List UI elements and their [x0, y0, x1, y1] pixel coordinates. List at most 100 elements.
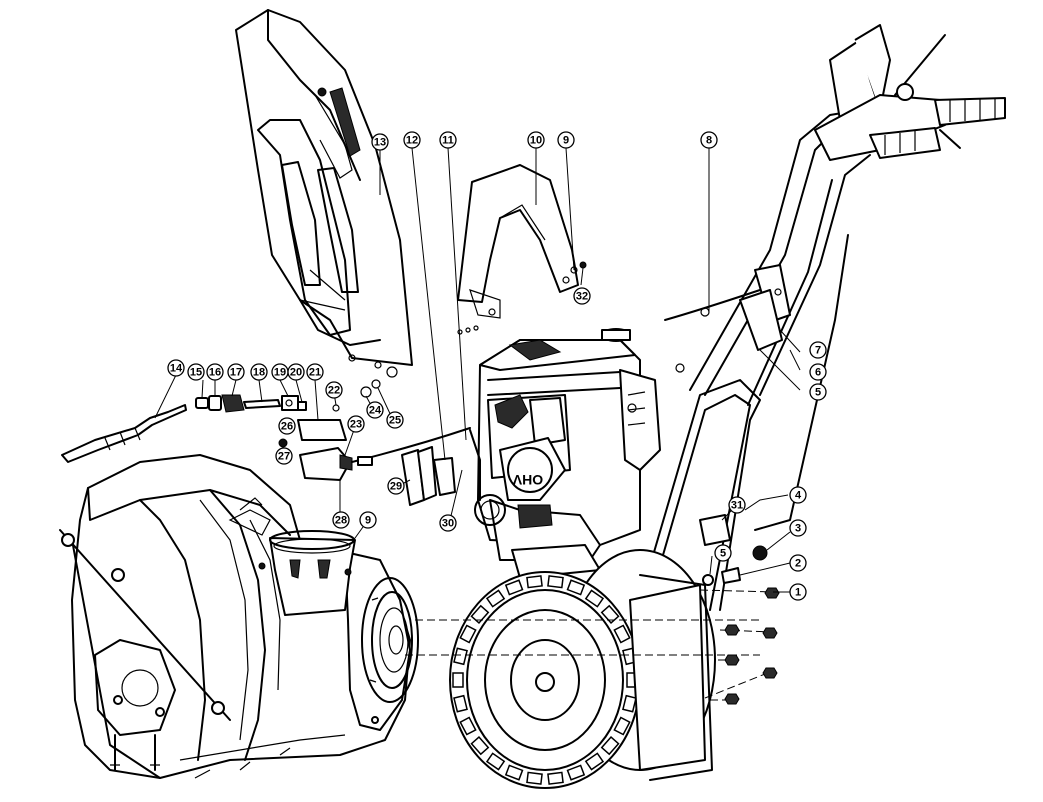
- callout-circle: [527, 131, 545, 149]
- tread-block: [566, 579, 586, 596]
- callout-circle: [714, 544, 732, 562]
- callout-number: 15: [190, 367, 202, 379]
- callout-number: 2: [795, 558, 801, 570]
- callout-number: 25: [389, 415, 401, 427]
- callout-5: 5: [714, 544, 732, 562]
- callout-circle: [371, 133, 389, 151]
- callout-circle: [403, 131, 421, 149]
- callout-14: 14: [167, 359, 185, 377]
- callout-9: 9: [359, 511, 377, 529]
- tread-block: [504, 764, 524, 781]
- tread-block: [459, 624, 477, 644]
- callout-number: 12: [406, 135, 418, 147]
- callout-12: 12: [403, 131, 421, 149]
- tread-block: [547, 575, 564, 589]
- callout-32: 32: [573, 287, 591, 305]
- callout-circle: [789, 583, 807, 601]
- tread-block: [504, 579, 524, 596]
- callout-circle: [557, 131, 575, 149]
- callout-number: 8: [706, 135, 712, 147]
- callout-circle: [325, 381, 343, 399]
- callout-number: 7: [815, 345, 821, 357]
- callout-number: 27: [278, 451, 290, 463]
- callout-21: 21: [306, 363, 324, 381]
- belt-cover: [457, 164, 587, 335]
- callout-number: 20: [290, 367, 302, 379]
- callout-10: 10: [527, 131, 545, 149]
- tread-block: [613, 716, 631, 736]
- callout-11: 11: [439, 131, 457, 149]
- callout-number: 31: [731, 500, 743, 512]
- callout-circle: [789, 519, 807, 537]
- chute-base: [258, 530, 356, 616]
- callout-circle: [287, 363, 305, 381]
- callout-2: 2: [789, 554, 807, 572]
- callout-number: 11: [442, 135, 454, 147]
- callout-6: 6: [809, 363, 827, 381]
- callout-3: 3: [789, 519, 807, 537]
- callout-circle: [250, 363, 268, 381]
- callout-circle: [573, 287, 591, 305]
- callout-26: 26: [278, 417, 296, 435]
- discharge-chute: [235, 9, 413, 378]
- callout-number: 9: [365, 515, 371, 527]
- callout-circle: [366, 401, 384, 419]
- callout-number: 28: [335, 515, 347, 527]
- callout-13: 13: [371, 133, 389, 151]
- tread-block: [453, 694, 468, 713]
- wheels: [449, 549, 716, 789]
- callout-circle: [809, 383, 827, 401]
- callout-7: 7: [809, 341, 827, 359]
- callout-number: 30: [442, 518, 454, 530]
- callout-15: 15: [187, 363, 205, 381]
- callout-circle: [439, 514, 457, 532]
- callout-number: 13: [374, 137, 386, 149]
- callout-circle: [809, 341, 827, 359]
- callout-number: 26: [281, 421, 293, 433]
- callout-circle: [386, 411, 404, 429]
- callout-27: 27: [275, 447, 293, 465]
- handle-assembly: [639, 24, 1006, 611]
- engine: OHV: [469, 328, 661, 579]
- callout-circle: [809, 363, 827, 381]
- callout-circle: [332, 511, 350, 529]
- callout-circle: [789, 554, 807, 572]
- callout-number: 1: [795, 587, 801, 599]
- tread-block: [470, 736, 490, 756]
- engine-logo: OHV: [512, 472, 543, 488]
- tread-block: [452, 672, 464, 688]
- tread-block: [600, 736, 620, 756]
- callout-20: 20: [287, 363, 305, 381]
- callout-number: 22: [328, 385, 340, 397]
- callout-number: 6: [815, 367, 821, 379]
- callout-31: 31: [728, 496, 746, 514]
- callout-circle: [187, 363, 205, 381]
- callout-24: 24: [366, 401, 384, 419]
- callout-1: 1: [789, 583, 807, 601]
- callout-circle: [278, 417, 296, 435]
- callout-number: 5: [720, 548, 726, 560]
- callout-number: 10: [530, 135, 542, 147]
- callout-number: 14: [170, 363, 183, 375]
- callout-circle: [347, 415, 365, 433]
- callout-29: 29: [387, 477, 405, 495]
- tread-block: [613, 624, 631, 644]
- chute-cable-bracket: [401, 446, 456, 506]
- tread-block: [584, 589, 605, 608]
- callout-circle: [700, 131, 718, 149]
- callout-4: 4: [789, 486, 807, 504]
- callout-circle: [728, 496, 746, 514]
- callout-number: 29: [390, 481, 402, 493]
- callout-circle: [439, 131, 457, 149]
- tire-tread: [452, 575, 638, 785]
- callout-number: 24: [369, 405, 382, 417]
- callout-number: 3: [795, 523, 801, 535]
- callout-16: 16: [206, 363, 224, 381]
- auger-housing: [59, 454, 411, 779]
- tread-block: [459, 716, 477, 736]
- tread-block: [547, 771, 564, 785]
- tread-block: [485, 752, 506, 771]
- callout-number: 32: [576, 291, 588, 303]
